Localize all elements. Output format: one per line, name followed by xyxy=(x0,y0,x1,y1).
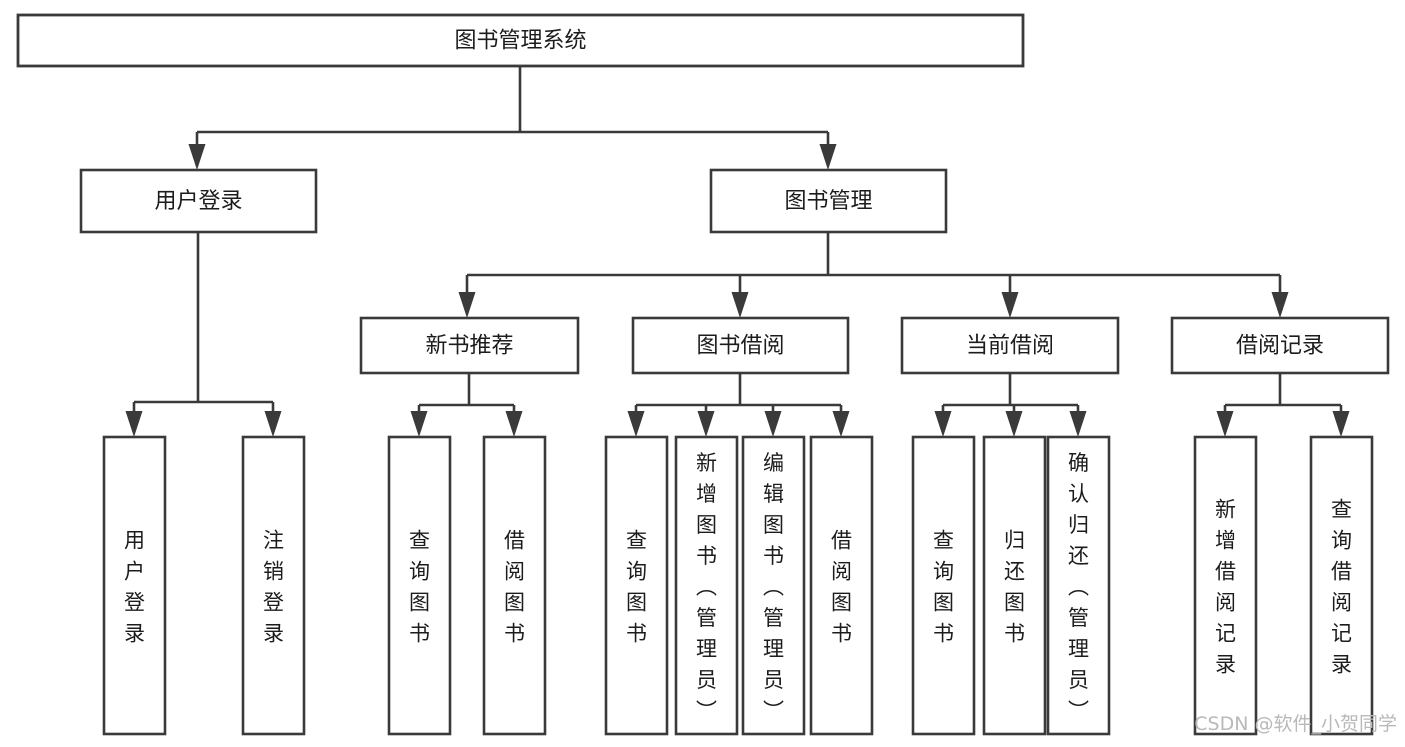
node-box-current-borrow[interactable] xyxy=(900,316,1120,375)
node-box-leaf-add-book-admin[interactable] xyxy=(674,435,739,736)
node-leaf-return-book[interactable]: 归还图书 xyxy=(982,435,1047,736)
node-label-leaf-add-borrow-record: 新增借阅记录 xyxy=(1215,498,1236,677)
node-box-leaf-query-borrow-record[interactable] xyxy=(1309,435,1374,736)
node-root[interactable]: 图书管理系统 xyxy=(16,13,1025,68)
node-box-leaf-borrow-book[interactable] xyxy=(809,435,874,736)
node-label-leaf-confirm-return-admin: 确认归还︵管理员︶ xyxy=(1068,451,1089,723)
node-leaf-borrow-book-rec[interactable]: 借阅图书 xyxy=(482,435,547,736)
node-leaf-query-book-rec[interactable]: 查询图书 xyxy=(387,435,452,736)
node-label-leaf-return-book: 归还图书 xyxy=(1004,529,1025,646)
node-label-new-book-rec: 新书推荐 xyxy=(425,334,513,359)
node-label-leaf-edit-book-admin: 编辑图书︵管理员︶ xyxy=(763,451,784,723)
node-label-book-manage: 图书管理 xyxy=(784,189,872,214)
node-box-leaf-query-book-rec[interactable] xyxy=(387,435,452,736)
node-leaf-query-book-current[interactable]: 查询图书 xyxy=(911,435,976,736)
node-label-root: 图书管理系统 xyxy=(454,29,586,54)
node-box-book-manage[interactable] xyxy=(709,168,948,234)
node-label-book-borrow: 图书借阅 xyxy=(696,334,784,359)
csdn-watermark: CSDN @软件_小贺同学 xyxy=(1194,713,1397,735)
node-label-leaf-user-logout: 注销登录 xyxy=(263,529,284,646)
node-leaf-query-book-borrow[interactable]: 查询图书 xyxy=(604,435,669,736)
node-new-book-rec[interactable]: 新书推荐 xyxy=(359,316,580,375)
node-label-leaf-query-borrow-record: 查询借阅记录 xyxy=(1331,498,1352,677)
node-label-leaf-query-book-rec: 查询图书 xyxy=(409,529,430,646)
node-label-leaf-user-login: 用户登录 xyxy=(124,529,145,646)
node-layer: 图书管理系统用户登录图书管理新书推荐图书借阅当前借阅借阅记录用户登录注销登录查询… xyxy=(16,13,1390,736)
node-borrow-record[interactable]: 借阅记录 xyxy=(1170,316,1390,375)
connector-bus-record xyxy=(1216,373,1350,437)
node-box-leaf-user-login[interactable] xyxy=(102,435,167,736)
connector-bus-root xyxy=(188,66,837,170)
node-leaf-query-borrow-record[interactable]: 查询借阅记录 xyxy=(1309,435,1374,736)
connector-layer xyxy=(125,66,1350,437)
node-current-borrow[interactable]: 当前借阅 xyxy=(900,316,1120,375)
node-leaf-add-book-admin[interactable]: 新增图书︵管理员︶ xyxy=(674,435,739,736)
node-leaf-borrow-book[interactable]: 借阅图书 xyxy=(809,435,874,736)
node-label-borrow-record: 借阅记录 xyxy=(1236,334,1324,359)
node-label-leaf-query-book-current: 查询图书 xyxy=(933,529,954,646)
node-box-book-borrow[interactable] xyxy=(631,316,850,375)
node-label-leaf-query-book-borrow: 查询图书 xyxy=(626,529,647,646)
node-box-leaf-return-book[interactable] xyxy=(982,435,1047,736)
node-box-leaf-user-logout[interactable] xyxy=(241,435,306,736)
connector-bus-borrow xyxy=(627,373,850,437)
node-label-user-login: 用户登录 xyxy=(154,189,242,214)
node-box-leaf-confirm-return-admin[interactable] xyxy=(1046,435,1111,736)
node-leaf-user-login[interactable]: 用户登录 xyxy=(102,435,167,736)
node-box-leaf-query-book-current[interactable] xyxy=(911,435,976,736)
node-book-manage[interactable]: 图书管理 xyxy=(709,168,948,234)
node-book-borrow[interactable]: 图书借阅 xyxy=(631,316,850,375)
node-box-borrow-record[interactable] xyxy=(1170,316,1390,375)
node-box-user-login[interactable] xyxy=(79,168,318,234)
node-box-root[interactable] xyxy=(16,13,1025,68)
node-label-leaf-add-book-admin: 新增图书︵管理员︶ xyxy=(696,451,717,723)
connector-bus-manage xyxy=(458,232,1289,318)
node-box-leaf-borrow-book-rec[interactable] xyxy=(482,435,547,736)
node-leaf-confirm-return-admin[interactable]: 确认归还︵管理员︶ xyxy=(1046,435,1111,736)
connector-bus-newrec xyxy=(410,373,523,437)
node-leaf-add-borrow-record[interactable]: 新增借阅记录 xyxy=(1193,435,1258,736)
node-leaf-user-logout[interactable]: 注销登录 xyxy=(241,435,306,736)
connector-bus-login xyxy=(125,232,282,437)
node-label-current-borrow: 当前借阅 xyxy=(966,334,1054,359)
node-label-leaf-borrow-book: 借阅图书 xyxy=(831,529,852,646)
node-leaf-edit-book-admin[interactable]: 编辑图书︵管理员︶ xyxy=(741,435,806,736)
node-box-leaf-edit-book-admin[interactable] xyxy=(741,435,806,736)
node-box-leaf-query-book-borrow[interactable] xyxy=(604,435,669,736)
node-label-leaf-borrow-book-rec: 借阅图书 xyxy=(504,529,525,646)
node-box-leaf-add-borrow-record[interactable] xyxy=(1193,435,1258,736)
connector-bus-current xyxy=(934,373,1087,437)
node-user-login[interactable]: 用户登录 xyxy=(79,168,318,234)
node-box-new-book-rec[interactable] xyxy=(359,316,580,375)
